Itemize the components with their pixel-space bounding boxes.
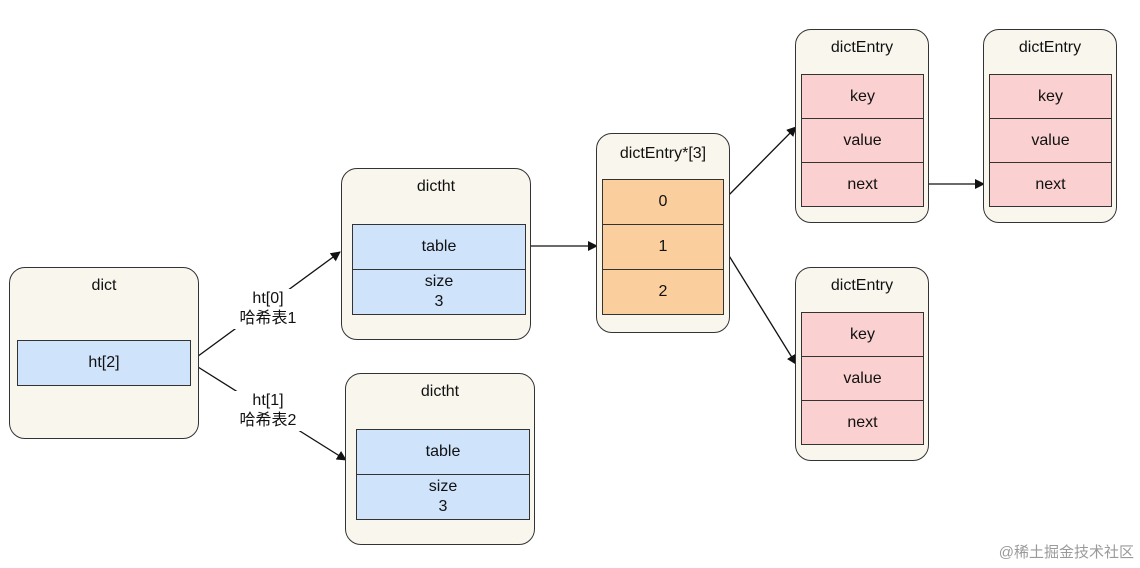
entry-top-left-key-label: key [850,87,875,105]
entry-top-left-next: next [801,162,924,207]
watermark: @稀土掘金技术社区 [998,544,1134,561]
dictht-0-table-field: table [352,224,526,270]
edge-label-ht1-line1: ht[1] [252,392,284,409]
dictht-1-title: dictht [420,383,460,400]
entry-bottom-next-label: next [847,413,878,431]
dictht-0-node: dictht table size 3 [341,168,531,340]
dict-title: dict [91,277,117,294]
entry-top-left-value: value [801,118,924,163]
entry-bottom-key: key [801,312,924,357]
entry-bottom-key-label: key [850,325,875,343]
dictht-0-size-label: size [424,273,454,290]
bucket-array-node: dictEntry*[3] 0 1 2 [596,133,730,333]
entry-top-left-next-label: next [847,175,878,193]
entry-top-left-title: dictEntry [830,39,894,56]
edge-label-ht0: ht[0] 哈希表1 [226,289,310,329]
entry-top-left-value-label: value [843,131,882,149]
dictht-1-size-field: size 3 [356,474,530,520]
entry-bottom-node: dictEntry key value next [795,267,929,461]
dict-ht-field: ht[2] [17,340,191,386]
bucket-slot-0-label: 0 [658,193,668,210]
dictht-1-table-field: table [356,429,530,475]
entry-top-left-node: dictEntry key value next [795,29,929,223]
bucket-slot-0: 0 [602,179,724,225]
edge-label-ht1-line2: 哈希表2 [239,412,297,429]
entry-bottom-title: dictEntry [830,277,894,294]
edge-label-ht0-line2: 哈希表1 [239,310,297,327]
entry-bottom-next: next [801,400,924,445]
bucket-slot-2: 2 [602,269,724,315]
entry-top-right-next: next [989,162,1112,207]
entry-top-right-title: dictEntry [1018,39,1082,56]
entry-top-right-value: value [989,118,1112,163]
dictht-0-title: dictht [416,178,456,195]
dict-ht-label: ht[2] [88,354,120,371]
dictht-0-table-label: table [421,238,457,255]
entry-bottom-value-label: value [843,369,882,387]
dict-node: dict ht[2] [9,267,199,439]
dictht-0-size-value: 3 [434,293,444,310]
entry-bottom-value: value [801,356,924,401]
dictht-1-table-label: table [425,443,461,460]
bucket-slot-1-label: 1 [658,238,668,255]
edge-bucket0-to-entry-top [722,126,797,202]
bucket-slot-1: 1 [602,224,724,270]
edge-bucket1-to-entry-bottom [722,245,797,365]
edge-label-ht0-line1: ht[0] [252,290,284,307]
bucket-array-title: dictEntry*[3] [619,145,707,162]
entry-top-left-key: key [801,74,924,119]
entry-top-right-value-label: value [1031,131,1070,149]
entry-top-right-key: key [989,74,1112,119]
entry-top-right-next-label: next [1035,175,1066,193]
bucket-slot-2-label: 2 [658,283,668,300]
dictht-0-size-field: size 3 [352,269,526,315]
entry-top-right-key-label: key [1038,87,1063,105]
edge-label-ht1: ht[1] 哈希表2 [226,391,310,431]
dictht-1-node: dictht table size 3 [345,373,535,545]
entry-top-right-node: dictEntry key value next [983,29,1117,223]
dictht-1-size-value: 3 [438,498,448,515]
dictht-1-size-label: size [428,478,458,495]
